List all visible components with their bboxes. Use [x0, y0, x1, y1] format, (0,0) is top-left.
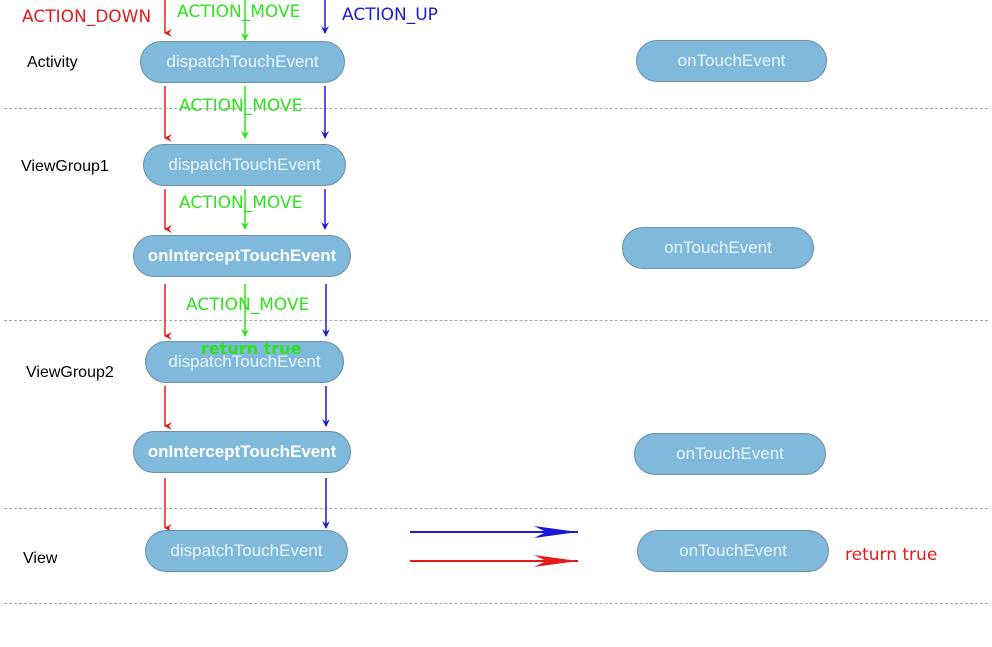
divider-bottom	[4, 603, 988, 604]
label-action-down: ACTION_DOWN	[22, 7, 152, 27]
divider-activity-viewgroup1	[4, 108, 988, 109]
activity-dispatch-touch-event: dispatchTouchEvent	[140, 41, 345, 83]
layer-label-activity: Activity	[27, 54, 78, 71]
activity-on-touch-event: onTouchEvent	[636, 40, 827, 82]
label-action-up: ACTION_UP	[342, 5, 438, 25]
view-dispatch-touch-event: dispatchTouchEvent	[145, 530, 348, 572]
viewgroup2-dispatch-touch-event: dispatchTouchEvent	[145, 341, 344, 383]
label-action-move-vg1: ACTION_MOVE	[179, 96, 303, 116]
layer-label-viewgroup2: ViewGroup2	[26, 364, 114, 381]
viewgroup1-dispatch-touch-event: dispatchTouchEvent	[143, 144, 346, 186]
viewgroup2-on-intercept-touch-event: onInterceptTouchEvent	[133, 431, 351, 473]
divider-viewgroup2-view	[4, 508, 988, 509]
label-return-true-view: return true	[845, 545, 938, 565]
layer-label-view: View	[23, 550, 58, 567]
label-action-move-vg2: ACTION_MOVE	[186, 295, 310, 315]
view-on-touch-event: onTouchEvent	[637, 530, 829, 572]
label-action-move-top: ACTION_MOVE	[177, 2, 301, 22]
viewgroup1-on-intercept-touch-event: onInterceptTouchEvent	[133, 235, 351, 277]
label-return-true-vg1: return true	[201, 339, 302, 358]
divider-viewgroup1-viewgroup2	[4, 320, 988, 321]
label-action-move-vg1-int: ACTION_MOVE	[179, 193, 303, 213]
viewgroup1-on-touch-event: onTouchEvent	[622, 227, 814, 269]
layer-label-viewgroup1: ViewGroup1	[21, 158, 109, 175]
viewgroup2-on-touch-event: onTouchEvent	[634, 433, 826, 475]
